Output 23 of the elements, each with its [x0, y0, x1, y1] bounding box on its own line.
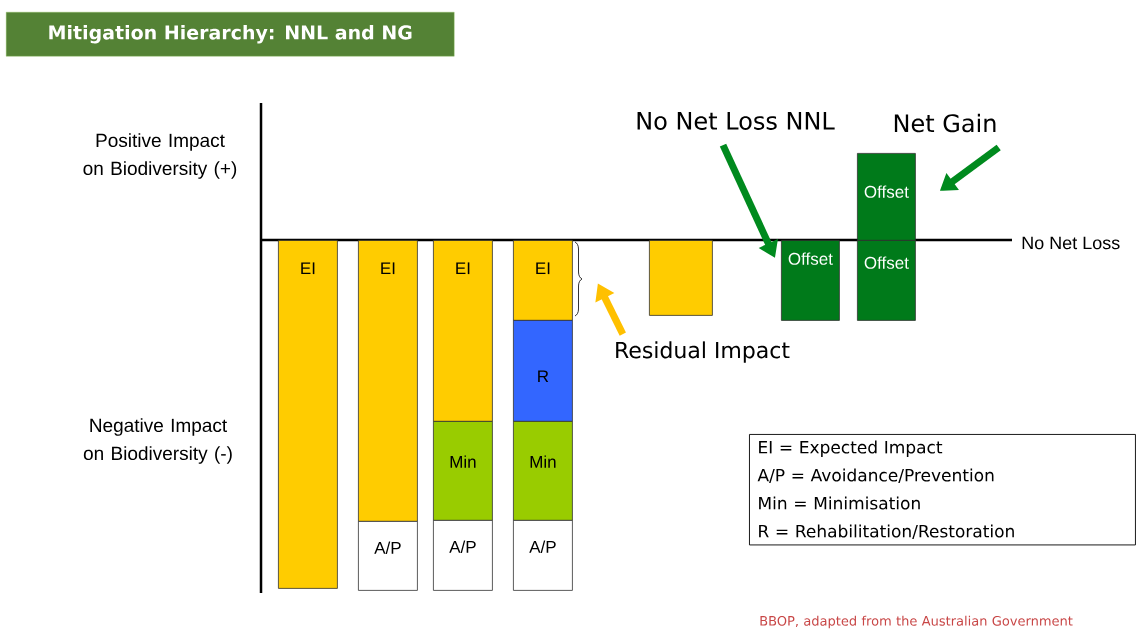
- callout-text: No Net Loss NNL: [637, 112, 835, 130]
- axis-label: Positive Impact on Biodiversity (+): [83, 133, 237, 179]
- title-banner: Mitigation Hierarchy: NNL and NG: [6, 12, 455, 57]
- impact-bar: [649, 240, 713, 316]
- impact-bar: EI: [358, 240, 418, 522]
- callout-text: Net Gain: [894, 113, 996, 133]
- offset-bar: Offset: [781, 240, 840, 321]
- bar-segment: A/P: [513, 520, 573, 591]
- bar-segment: A/P: [433, 520, 493, 591]
- source-note: BBOP, adapted from the Australian Government: [760, 615, 1073, 629]
- bar-segment: EI: [513, 240, 573, 321]
- callout-text: Residual Impact: [616, 341, 790, 363]
- bar-segment: Min: [433, 421, 493, 521]
- baseline-label: No Net Loss: [1022, 236, 1120, 250]
- bar-segment: Min: [513, 421, 573, 521]
- bar-segment: R: [513, 320, 573, 422]
- bar-segment: A/P: [358, 521, 418, 591]
- offset-bar: Offset: [857, 153, 916, 241]
- bar-segment: EI: [433, 240, 493, 422]
- impact-bar: EI: [278, 240, 338, 589]
- axis-label: Negative Impact on Biodiversity (-): [83, 418, 232, 464]
- offset-bar: Offset: [857, 240, 916, 321]
- key-box: EI = Expected Impact A/P = Avoidance/Prevention Min = Minimisation R = Rehabilitation/Restoration: [749, 434, 1136, 546]
